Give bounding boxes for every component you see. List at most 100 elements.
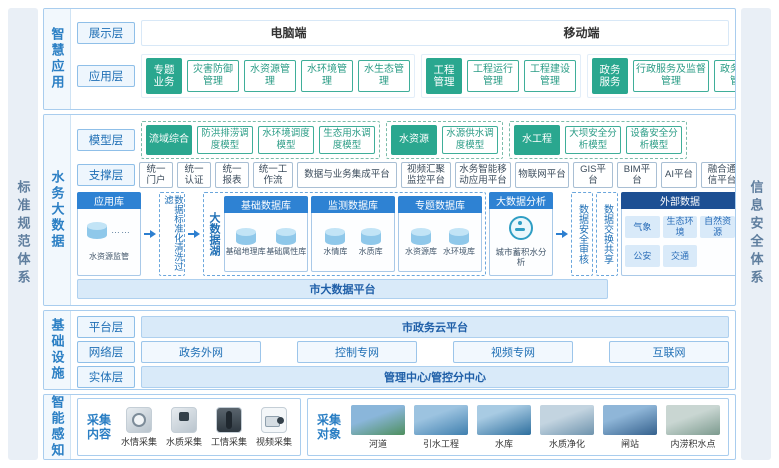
band-smart-application-title: 智慧应用 bbox=[44, 9, 71, 109]
big-data-lake: 大数据湖 基础数据库 基础地理库 基础属性库 bbox=[203, 191, 486, 276]
model-layer-row: 模型层 流域综合 防洪排涝调度模型 水环境调度模型 生态用水调度模型 水资源 水… bbox=[77, 120, 729, 159]
database-cylinder-icon bbox=[276, 227, 297, 245]
database-cylinder-icon bbox=[325, 227, 346, 245]
engineering-sensor-icon bbox=[216, 406, 243, 433]
db-cylinder-item: 水质库 bbox=[359, 227, 383, 257]
external-item-weather: 气象 bbox=[625, 216, 660, 239]
control-network-block: 控制专网 bbox=[297, 341, 417, 363]
object-item: 水质净化 bbox=[540, 404, 595, 450]
right-system-panel: 信息安全体系 bbox=[741, 8, 771, 460]
gov-cloud-platform-bar: 市政务云平台 bbox=[141, 316, 729, 338]
unified-portal-block: 统一门户 bbox=[139, 162, 173, 189]
model-group-water-resource: 水资源 水源供水调度模型 bbox=[386, 120, 503, 159]
iot-platform-block: 物联网平台 bbox=[515, 162, 569, 189]
external-data-body: 气象 生态环境 自然资源 公安 交通 bbox=[621, 208, 735, 276]
app-group-government: 政务服务 行政服务及监督管理 政务内控管理 bbox=[587, 54, 735, 99]
city-big-data-bar-row: 市大数据平台 bbox=[77, 279, 729, 300]
object-item-label: 水质净化 bbox=[549, 438, 586, 449]
application-db-column: 应用库 …… 水资源监管 bbox=[77, 191, 141, 276]
db-cylinder-item: 基础地理库 bbox=[226, 227, 266, 257]
big-data-analysis-column: 大数据分析 城市蓄积水分析 bbox=[489, 191, 553, 276]
application-layer-row: 应用层 专题业务 灾害防御管理 水资源管理 水环境管理 水生态管理 工程管理 工… bbox=[77, 54, 735, 99]
thematic-db-body: 水资源库 水环境库 bbox=[398, 212, 482, 272]
engineering-mgmt-block: 工程管理 bbox=[426, 58, 462, 95]
band-water-big-data: 水务大数据 模型层 流域综合 防洪排涝调度模型 水环境调度模型 生态用水调度模型… bbox=[43, 114, 736, 306]
water-env-dispatch-model-block: 水环境调度模型 bbox=[258, 125, 314, 154]
water-quality-sensor-icon bbox=[171, 406, 198, 433]
entity-layer-row: 实体层 管理中心/管控分中心 bbox=[77, 366, 729, 388]
left-system-panel: 标准规范体系 bbox=[8, 8, 38, 460]
display-layer-row: 展示层 电脑端 移动端 bbox=[77, 19, 729, 46]
external-data-column: 外部数据 气象 生态环境 自然资源 公安 交通 bbox=[621, 191, 735, 276]
data-business-integration-block: 数据与业务集成平台 bbox=[297, 162, 397, 189]
photo-diversion-project bbox=[414, 404, 469, 435]
gis-platform-block: GIS平台 bbox=[573, 162, 613, 189]
water-resource-mgmt-block: 水资源管理 bbox=[244, 60, 296, 93]
db-cylinder-item: 水环境库 bbox=[443, 227, 475, 257]
photo-river bbox=[351, 404, 406, 435]
band-smart-application-content: 展示层 电脑端 移动端 应用层 专题业务 灾害防御管理 水资源管理 水环境管理 … bbox=[71, 9, 735, 109]
band-smart-perception-title: 智能感知 bbox=[44, 395, 71, 459]
collection-objects-group: 采集对象 河道 引水工程 水库 水质净化 bbox=[307, 398, 730, 456]
basic-db-group: 基础数据库 基础地理库 基础属性库 bbox=[224, 195, 308, 272]
band-water-big-data-title: 水务大数据 bbox=[44, 115, 71, 305]
external-item-police: 公安 bbox=[625, 245, 660, 268]
water-eco-mgmt-block: 水生态管理 bbox=[358, 60, 410, 93]
app-group-special-business: 专题业务 灾害防御管理 水资源管理 水环境管理 水生态管理 bbox=[141, 54, 415, 99]
band-infrastructure-title: 基础设施 bbox=[44, 311, 71, 389]
cylinder-label: 基础属性库 bbox=[266, 246, 307, 256]
cylinder-label: 水环境库 bbox=[443, 246, 475, 256]
flow-arrow-right-icon bbox=[188, 229, 200, 238]
photo-purification-plant bbox=[540, 404, 595, 435]
band-smart-perception: 智能感知 采集内容 水情采集 水质采集 工情采集 bbox=[43, 394, 736, 460]
monitor-db-header: 监测数据库 bbox=[311, 195, 395, 213]
db-cylinder-item: 水资源库 bbox=[405, 227, 437, 257]
platform-layer-row: 平台层 市政务云平台 bbox=[77, 316, 729, 338]
internet-block: 互联网 bbox=[609, 341, 729, 363]
model-layer-label: 模型层 bbox=[77, 128, 135, 151]
data-exchange-share-block: 数据交换共享 bbox=[596, 191, 618, 276]
support-layer-row: 支撑层 统一门户 统一认证 统一报表 统一工作流 数据与业务集成平台 视频汇聚监… bbox=[77, 162, 735, 189]
video-network-block: 视频专网 bbox=[453, 341, 573, 363]
model-group-water-engineering: 水工程 大坝安全分析模型 设备安全分析模型 bbox=[509, 120, 687, 159]
eco-water-dispatch-model-block: 生态用水调度模型 bbox=[319, 125, 375, 154]
cylinder-label: 水情库 bbox=[323, 246, 348, 256]
diagram-main: 智慧应用 展示层 电脑端 移动端 应用层 专题业务 灾害防御管理 水资源管理 水… bbox=[43, 8, 736, 460]
basic-db-body: 基础地理库 基础属性库 bbox=[224, 212, 308, 272]
video-monitor-platform-block: 视频汇聚监控平台 bbox=[401, 162, 451, 189]
pc-endpoint-label: 电脑端 bbox=[270, 26, 307, 41]
collection-content-group: 采集内容 水情采集 水质采集 工情采集 视频采 bbox=[77, 398, 302, 456]
application-db-cyl-label: 水资源监管 bbox=[89, 252, 129, 262]
bim-platform-block: BIM平台 bbox=[617, 162, 657, 189]
analysis-item-label: 城市蓄积水分析 bbox=[495, 246, 547, 268]
collection-objects-label: 采集对象 bbox=[317, 412, 342, 441]
dam-safety-model-block: 大坝安全分析模型 bbox=[565, 125, 621, 154]
flow-arrow-right-icon bbox=[144, 229, 156, 238]
collection-item: 水质采集 bbox=[166, 406, 202, 448]
water-level-sensor-icon bbox=[126, 406, 152, 433]
network-boxes: 政务外网 控制专网 视频专网 互联网 bbox=[141, 341, 729, 363]
video-camera-icon bbox=[261, 406, 288, 433]
thematic-db-group: 专题数据库 水资源库 水环境库 bbox=[398, 195, 482, 272]
external-item-ecology: 生态环境 bbox=[662, 216, 698, 239]
engineering-operation-block: 工程运行管理 bbox=[467, 60, 519, 93]
database-cylinder-icon bbox=[235, 227, 256, 245]
cylinder-label: 基础地理库 bbox=[225, 246, 266, 256]
left-system-label: 标准规范体系 bbox=[15, 180, 31, 288]
band-smart-application: 智慧应用 展示层 电脑端 移动端 应用层 专题业务 灾害防御管理 水资源管理 水… bbox=[43, 8, 736, 110]
collection-content-label: 采集内容 bbox=[86, 412, 111, 441]
model-group-basin: 流域综合 防洪排涝调度模型 水环境调度模型 生态用水调度模型 bbox=[141, 120, 380, 159]
db-cylinder-item: 基础属性库 bbox=[266, 227, 306, 257]
cylinder-label: 水资源库 bbox=[405, 246, 437, 256]
object-item: 闸站 bbox=[603, 404, 658, 450]
band-infrastructure: 基础设施 平台层 市政务云平台 网络层 政务外网 控制专网 视频专网 互联网 bbox=[43, 310, 736, 390]
flood-dispatch-model-block: 防洪排涝调度模型 bbox=[197, 125, 253, 154]
water-env-mgmt-block: 水环境管理 bbox=[301, 60, 353, 93]
object-item-label: 内涝积水点 bbox=[670, 438, 716, 449]
collection-item: 工情采集 bbox=[211, 406, 247, 448]
converged-comm-platform-block: 融合通信平台 bbox=[701, 162, 735, 189]
photo-waterlogging-point bbox=[666, 404, 721, 435]
object-item: 河道 bbox=[351, 404, 406, 450]
entity-layer-label: 实体层 bbox=[77, 366, 135, 388]
